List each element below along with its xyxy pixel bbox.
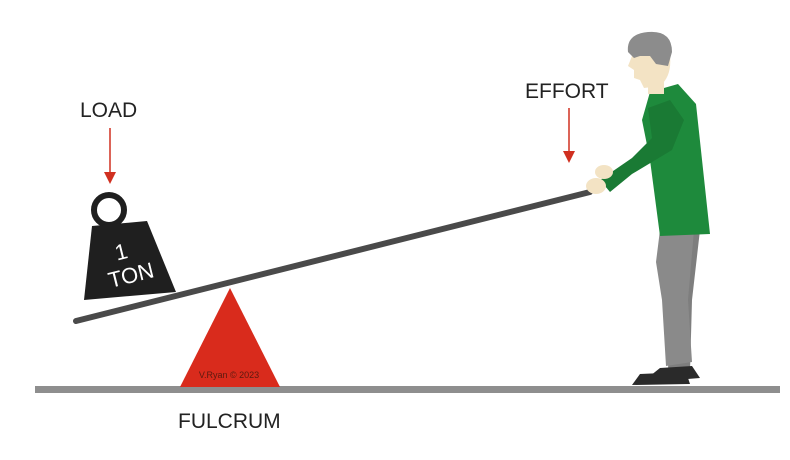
load-label: LOAD [80, 99, 138, 122]
person-hand-front [586, 178, 606, 194]
person-arm [600, 100, 684, 192]
credit-text: V.Ryan © 2023 [199, 370, 259, 380]
weight-body [84, 221, 176, 300]
person-front-shoe [632, 372, 690, 385]
lever-bar [73, 189, 593, 324]
person-hand-rear [595, 165, 613, 179]
person-figure [586, 31, 710, 385]
fulcrum-label: FULCRUM [178, 410, 281, 433]
weight-handle-ring [91, 192, 127, 228]
effort-label: EFFORT [525, 80, 609, 103]
person-front-leg [656, 230, 694, 366]
fulcrum-triangle [180, 288, 280, 387]
weight-label-number: 1 [112, 238, 130, 265]
load-weight: 1 TON [84, 192, 176, 300]
person-hair [627, 31, 672, 66]
ground-line [35, 386, 780, 393]
